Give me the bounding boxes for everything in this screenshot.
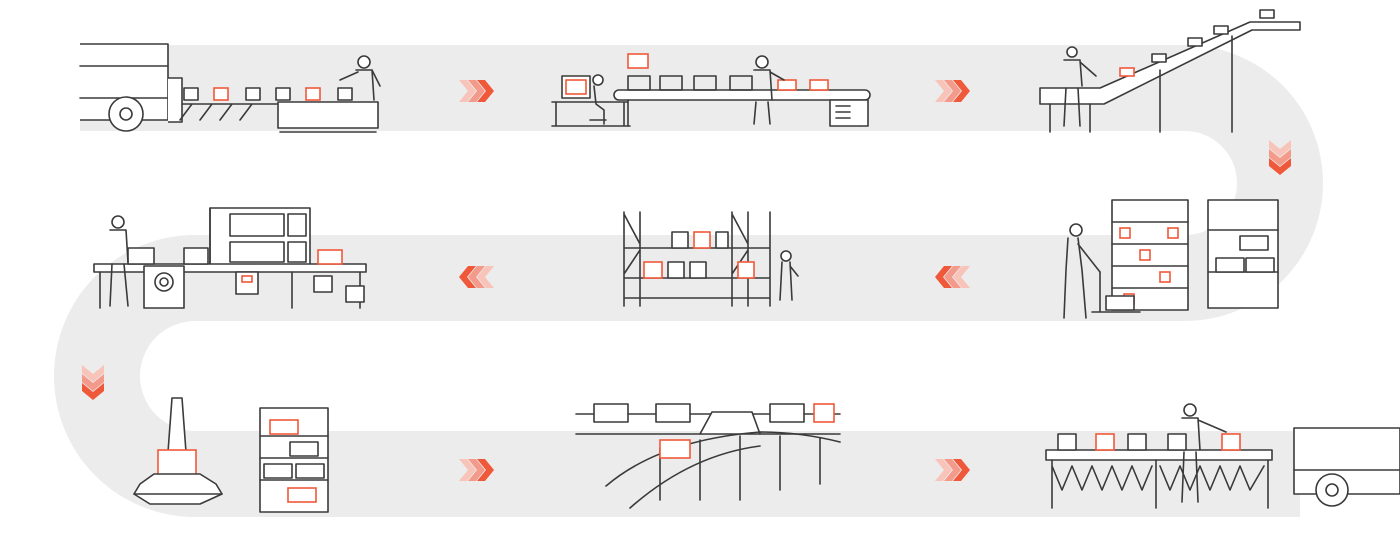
- cart-picking-icon: [1063, 199, 1279, 319]
- chevron-icon: [477, 80, 494, 102]
- chevron-icon: [459, 80, 476, 102]
- chevron-icon: [1269, 149, 1291, 166]
- chevron-icon: [1269, 140, 1291, 157]
- flow-arrow-left-icon: [459, 266, 494, 288]
- flow-arrow-down-icon: [82, 365, 104, 400]
- chevron-icon: [468, 266, 485, 288]
- chevron-icon: [953, 80, 970, 102]
- chevron-icon: [944, 80, 961, 102]
- chevron-icon: [935, 459, 952, 481]
- chevron-icon: [935, 266, 952, 288]
- chevron-icon: [1269, 158, 1291, 175]
- sorter-conveyor-icon: [575, 403, 841, 509]
- roller-conveyor-truck-loading-icon: [1045, 403, 1400, 509]
- chevron-icon: [935, 80, 952, 102]
- robot-picker-icon: [133, 397, 329, 513]
- packing-station-icon: [93, 207, 367, 309]
- chevron-icon: [477, 266, 494, 288]
- chevron-icon: [953, 266, 970, 288]
- flow-arrow-right-icon: [935, 459, 970, 481]
- chevron-icon: [82, 374, 104, 391]
- chevron-icon: [944, 459, 961, 481]
- incline-conveyor-icon: [1039, 9, 1301, 133]
- chevron-icon: [459, 459, 476, 481]
- process-path: [54, 44, 1323, 517]
- chevron-icon: [944, 266, 961, 288]
- chevron-icon: [953, 459, 970, 481]
- conveyor-scanning-icon: [551, 53, 871, 127]
- chevron-icon: [459, 266, 476, 288]
- flow-arrow-left-icon: [935, 266, 970, 288]
- truck-unloading-icon: [79, 43, 381, 133]
- chevron-icon: [82, 365, 104, 382]
- chevron-icon: [82, 383, 104, 400]
- flow-arrow-right-icon: [459, 80, 494, 102]
- flow-arrow-down-icon: [1269, 140, 1291, 175]
- flow-arrow-right-icon: [935, 80, 970, 102]
- chevron-icon: [468, 459, 485, 481]
- storage-rack-icon: [623, 211, 799, 307]
- chevron-icon: [477, 459, 494, 481]
- chevron-icon: [468, 80, 485, 102]
- flow-arrow-right-icon: [459, 459, 494, 481]
